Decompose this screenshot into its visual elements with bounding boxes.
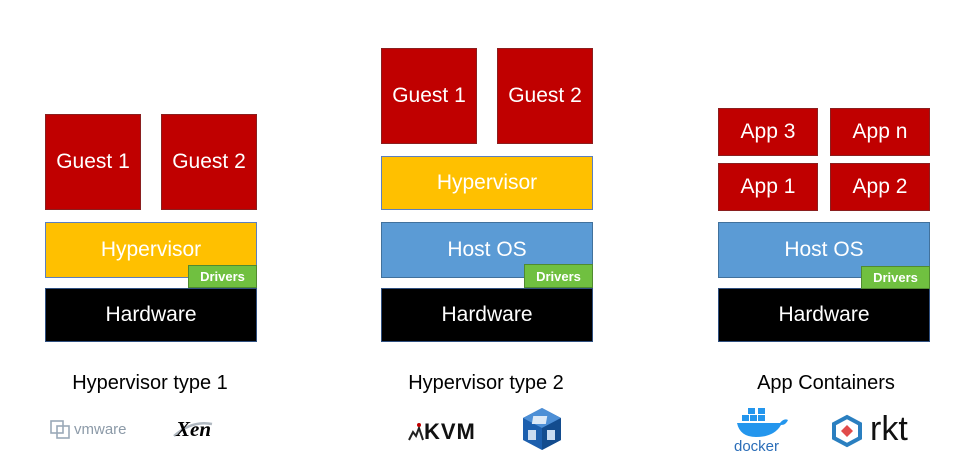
app-n-block: App n	[830, 108, 930, 156]
rkt-logo: rkt	[830, 410, 940, 452]
app-2-label: App 2	[852, 175, 908, 198]
hypervisor-label: Hypervisor	[436, 171, 538, 194]
docker-logo-text: docker	[734, 438, 780, 455]
hardware-label: Hardware	[778, 303, 870, 326]
guest-2-block: Guest 2	[497, 48, 593, 144]
rkt-rocket-icon	[832, 414, 862, 448]
kvm-penguin-icon	[408, 423, 424, 441]
guest-1-label: Guest 1	[392, 84, 466, 107]
drivers-block: Drivers	[188, 265, 257, 288]
guest-2-block: Guest 2	[161, 114, 257, 210]
app-n-label: App n	[852, 120, 908, 143]
app-1-label: App 1	[740, 175, 796, 198]
docker-whale-icon	[737, 408, 788, 437]
app-3-label: App 3	[740, 120, 796, 143]
guest-1-block: Guest 1	[381, 48, 477, 144]
xen-logo: Xen	[172, 414, 230, 444]
hardware-block: Hardware	[718, 288, 930, 342]
vmware-squares-icon	[50, 420, 70, 439]
hypervisor-label: Hypervisor	[100, 238, 202, 261]
docker-logo: docker	[732, 406, 792, 456]
xen-swoosh-icon	[173, 422, 213, 437]
vmware-logo: vmware	[50, 418, 130, 442]
kvm-logo: KVM	[408, 418, 480, 444]
drivers-label: Drivers	[536, 268, 581, 284]
hardware-block: Hardware	[45, 288, 257, 342]
kvm-logo-text: KVM	[424, 419, 476, 444]
hypervisor-block: Hypervisor	[45, 222, 257, 278]
app-3-block: App 3	[718, 108, 818, 156]
drivers-label: Drivers	[873, 270, 918, 285]
app-1-block: App 1	[718, 163, 818, 211]
hypervisor-block: Hypervisor	[381, 156, 593, 210]
guest-2-label: Guest 2	[172, 150, 246, 173]
host-os-label: Host OS	[447, 238, 527, 261]
drivers-block: Drivers	[524, 264, 593, 288]
app-containers-caption: App Containers	[757, 372, 895, 394]
hardware-label: Hardware	[105, 303, 197, 326]
vmware-logo-text: vmware	[74, 421, 127, 438]
hardware-label: Hardware	[441, 303, 533, 326]
guest-1-block: Guest 1	[45, 114, 141, 210]
hardware-block: Hardware	[381, 288, 593, 342]
host-os-label: Host OS	[784, 238, 864, 261]
virtualbox-cube-icon	[523, 408, 561, 450]
xen-logo-text: Xen	[176, 417, 212, 441]
hypervisor-type2-caption: Hypervisor type 2	[408, 372, 564, 394]
hypervisor-type1-caption: Hypervisor type 1	[72, 372, 228, 394]
drivers-block: Drivers	[861, 266, 930, 289]
guest-2-label: Guest 2	[508, 84, 582, 107]
app-2-block: App 2	[830, 163, 930, 211]
drivers-label: Drivers	[200, 269, 245, 284]
rkt-logo-text: rkt	[870, 410, 908, 448]
guest-1-label: Guest 1	[56, 150, 130, 173]
virtualbox-logo	[520, 406, 564, 452]
